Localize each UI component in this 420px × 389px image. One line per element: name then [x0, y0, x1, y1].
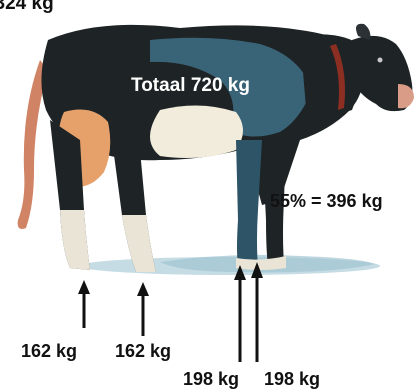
front-left-hoof-weight: 198 kg: [183, 370, 239, 388]
arrow-rear-right: [137, 282, 149, 336]
cow-eye: [378, 58, 383, 63]
total-weight-label: Totaal 720 kg: [131, 76, 250, 95]
rear-left-hoof-weight: 162 kg: [21, 342, 77, 360]
cow-white-patch: [150, 105, 243, 158]
arrow-rear-left: [78, 280, 90, 328]
rear-left-leg-white: [60, 210, 90, 270]
rear-weight-share-label: % = 324 kg: [0, 0, 54, 13]
cow-ear: [356, 24, 370, 40]
rear-right-hoof-weight: 162 kg: [115, 342, 171, 360]
front-weight-share-label: 55% = 396 kg: [270, 192, 383, 210]
front-left-leg: [236, 140, 262, 268]
front-right-hoof-weight: 198 kg: [264, 370, 320, 388]
arrow-front-right: [251, 262, 263, 362]
arrow-front-left: [234, 265, 246, 362]
